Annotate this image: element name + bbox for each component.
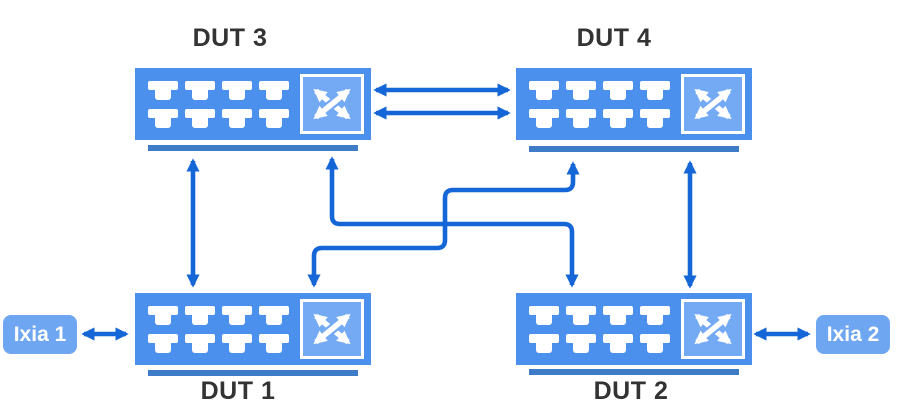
- dut3-port-grid: [148, 80, 289, 128]
- ethernet-port-icon: [148, 108, 178, 128]
- ethernet-port-icon: [148, 333, 178, 353]
- dut1-port-grid: [148, 305, 289, 353]
- ethernet-port-icon: [603, 305, 633, 325]
- crossbar-switch-icon: [681, 299, 745, 359]
- ethernet-port-icon: [603, 108, 633, 128]
- ethernet-port-icon: [566, 108, 596, 128]
- crossbar-switch-icon: [681, 74, 745, 134]
- ixia2-box: Ixia 2: [816, 315, 890, 354]
- ixia1-box: Ixia 1: [3, 315, 77, 354]
- dut4-label: DUT 4: [576, 24, 652, 52]
- crossbar-switch-icon: [300, 299, 364, 359]
- ethernet-port-icon: [185, 333, 215, 353]
- ethernet-port-icon: [148, 80, 178, 100]
- link-dut3-dut2: [325, 156, 579, 288]
- ethernet-port-icon: [259, 305, 289, 325]
- dut4-port-grid: [529, 80, 670, 128]
- dut2-label: DUT 2: [593, 377, 669, 405]
- ethernet-port-icon: [222, 108, 252, 128]
- ethernet-port-icon: [259, 333, 289, 353]
- ethernet-port-icon: [185, 305, 215, 325]
- dut3-switch: [135, 68, 371, 140]
- dut1-switch: [135, 293, 371, 365]
- ethernet-port-icon: [640, 108, 670, 128]
- ethernet-port-icon: [259, 108, 289, 128]
- ethernet-port-icon: [148, 305, 178, 325]
- ethernet-port-icon: [259, 80, 289, 100]
- dut2-underline-bar: [529, 369, 739, 375]
- ethernet-port-icon: [529, 305, 559, 325]
- ethernet-port-icon: [185, 80, 215, 100]
- ethernet-port-icon: [603, 333, 633, 353]
- ethernet-port-icon: [640, 305, 670, 325]
- ethernet-port-icon: [566, 333, 596, 353]
- ethernet-port-icon: [529, 80, 559, 100]
- ethernet-port-icon: [640, 333, 670, 353]
- link-dut4-dut1: [307, 161, 580, 288]
- dut1-underline-bar: [148, 370, 358, 376]
- ethernet-port-icon: [566, 305, 596, 325]
- ethernet-port-icon: [185, 108, 215, 128]
- dut3-underline-bar: [148, 145, 358, 151]
- crossbar-switch-icon: [300, 74, 364, 134]
- ethernet-port-icon: [640, 80, 670, 100]
- ethernet-port-icon: [222, 80, 252, 100]
- dut4-switch: [516, 68, 752, 140]
- ethernet-port-icon: [222, 305, 252, 325]
- dut1-label: DUT 1: [200, 377, 276, 405]
- ethernet-port-icon: [222, 333, 252, 353]
- dut2-port-grid: [529, 305, 670, 353]
- dut2-switch: [516, 293, 752, 365]
- dut4-underline-bar: [529, 146, 739, 152]
- dut3-label: DUT 3: [192, 24, 268, 52]
- ethernet-port-icon: [529, 333, 559, 353]
- ethernet-port-icon: [566, 80, 596, 100]
- ethernet-port-icon: [603, 80, 633, 100]
- ethernet-port-icon: [529, 108, 559, 128]
